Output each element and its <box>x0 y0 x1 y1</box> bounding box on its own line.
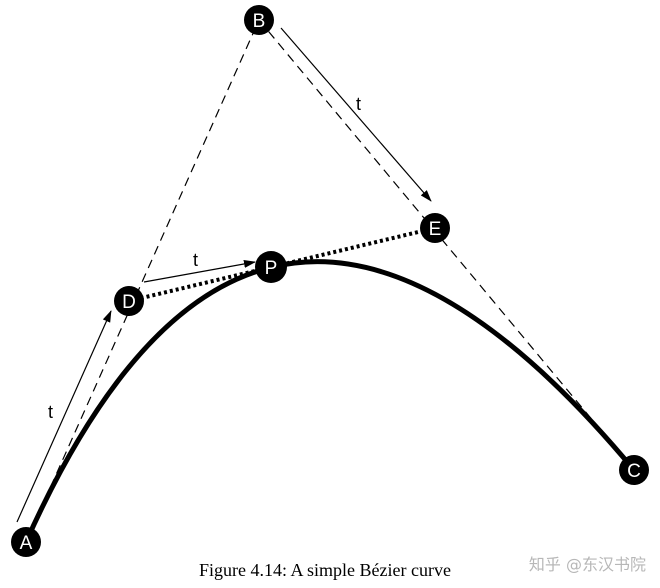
arrow-d-to-p <box>143 260 256 283</box>
control-line-a-b <box>25 19 260 543</box>
t-label-d-p: t <box>193 250 198 270</box>
point-c: C <box>619 455 649 485</box>
point-p: P <box>255 251 287 283</box>
point-b: B <box>244 5 274 35</box>
point-d: D <box>114 286 144 316</box>
point-c-label: C <box>627 461 641 482</box>
point-e: E <box>420 213 450 243</box>
point-a: A <box>11 527 41 557</box>
watermark: 知乎 @东汉书院 <box>528 555 646 574</box>
t-label-a-d: t <box>48 402 53 422</box>
figure-caption: Figure 4.14: A simple Bézier curve <box>199 560 451 580</box>
point-p-label: P <box>265 258 278 279</box>
t-label-b-e: t <box>356 94 361 114</box>
control-line-b-c <box>258 19 635 471</box>
arrow-b-to-e <box>280 27 432 202</box>
point-d-label: D <box>122 292 136 313</box>
arrow-a-to-d <box>16 310 112 523</box>
point-a-label: A <box>20 533 33 554</box>
point-b-label: B <box>253 11 266 32</box>
point-e-label: E <box>429 219 442 240</box>
